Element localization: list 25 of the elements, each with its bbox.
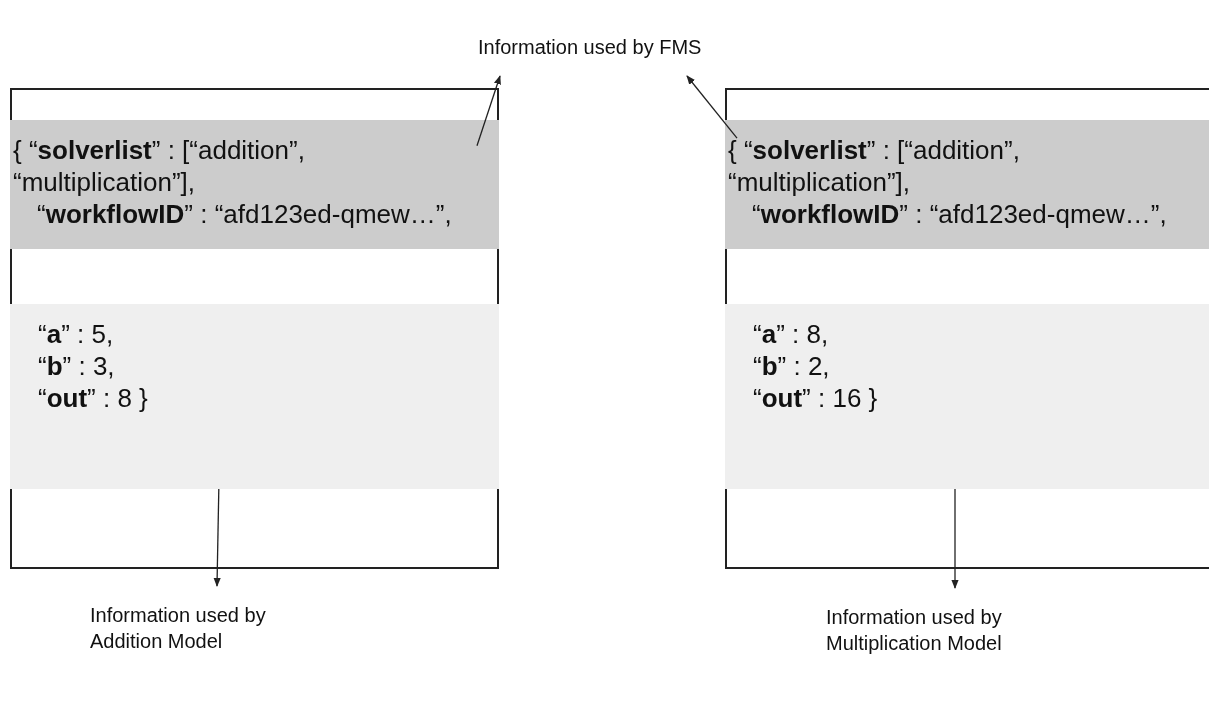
code-line: { “solverlist” : [“addition”, <box>13 134 306 166</box>
arrow <box>951 488 959 589</box>
container-box <box>725 88 1209 569</box>
arrow <box>476 75 501 147</box>
code-line: “a” : 8, <box>753 318 830 350</box>
code-line: “out” : 8 } <box>38 382 149 414</box>
code-line: “workflowID” : “afd123ed-qmew…”, <box>37 198 453 230</box>
text-label: Information used by FMS <box>478 34 728 60</box>
code-line: “multiplication”], <box>13 166 197 198</box>
json-band <box>10 120 499 249</box>
json-band <box>10 304 499 489</box>
code-line: “multiplication”], <box>728 166 912 198</box>
container-box <box>10 88 499 569</box>
json-band <box>725 304 1209 489</box>
code-line: “out” : 16 } <box>753 382 879 414</box>
text-label: Information used by Addition Model <box>90 602 290 654</box>
code-line: “b” : 3, <box>38 350 116 382</box>
arrow <box>686 75 738 139</box>
code-line: “b” : 2, <box>753 350 831 382</box>
arrow <box>213 488 221 587</box>
json-band <box>725 120 1209 249</box>
code-line: “workflowID” : “afd123ed-qmew…”, <box>752 198 1168 230</box>
text-label: Information used by Multiplication Model <box>826 604 1046 656</box>
code-line: “a” : 5, <box>38 318 115 350</box>
code-line: { “solverlist” : [“addition”, <box>728 134 1021 166</box>
